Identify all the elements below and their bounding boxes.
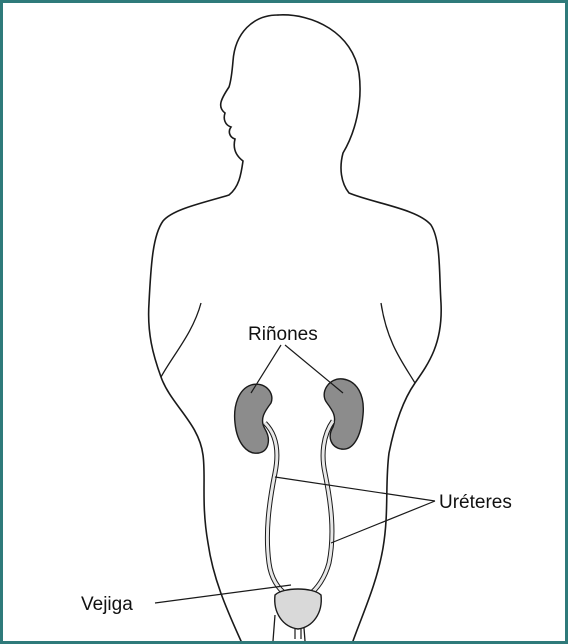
- right-arm-inner: [381, 303, 415, 383]
- label-ureters: Uréteres: [439, 492, 512, 513]
- bladder: [275, 589, 322, 629]
- kidneys-leader-left: [251, 345, 281, 393]
- right-kidney: [324, 379, 363, 449]
- ureters-leader-bottom: [331, 501, 435, 543]
- left-kidney: [235, 384, 272, 453]
- label-kidneys: Riñones: [248, 324, 318, 345]
- ureters-leader-top: [275, 477, 435, 501]
- left-arm-inner: [161, 303, 201, 377]
- urethra: [295, 629, 301, 639]
- label-bladder: Vejiga: [81, 594, 133, 615]
- kidneys-leader-right: [285, 345, 343, 393]
- urinary-system-diagram: Riñones Uréteres Vejiga: [3, 3, 565, 641]
